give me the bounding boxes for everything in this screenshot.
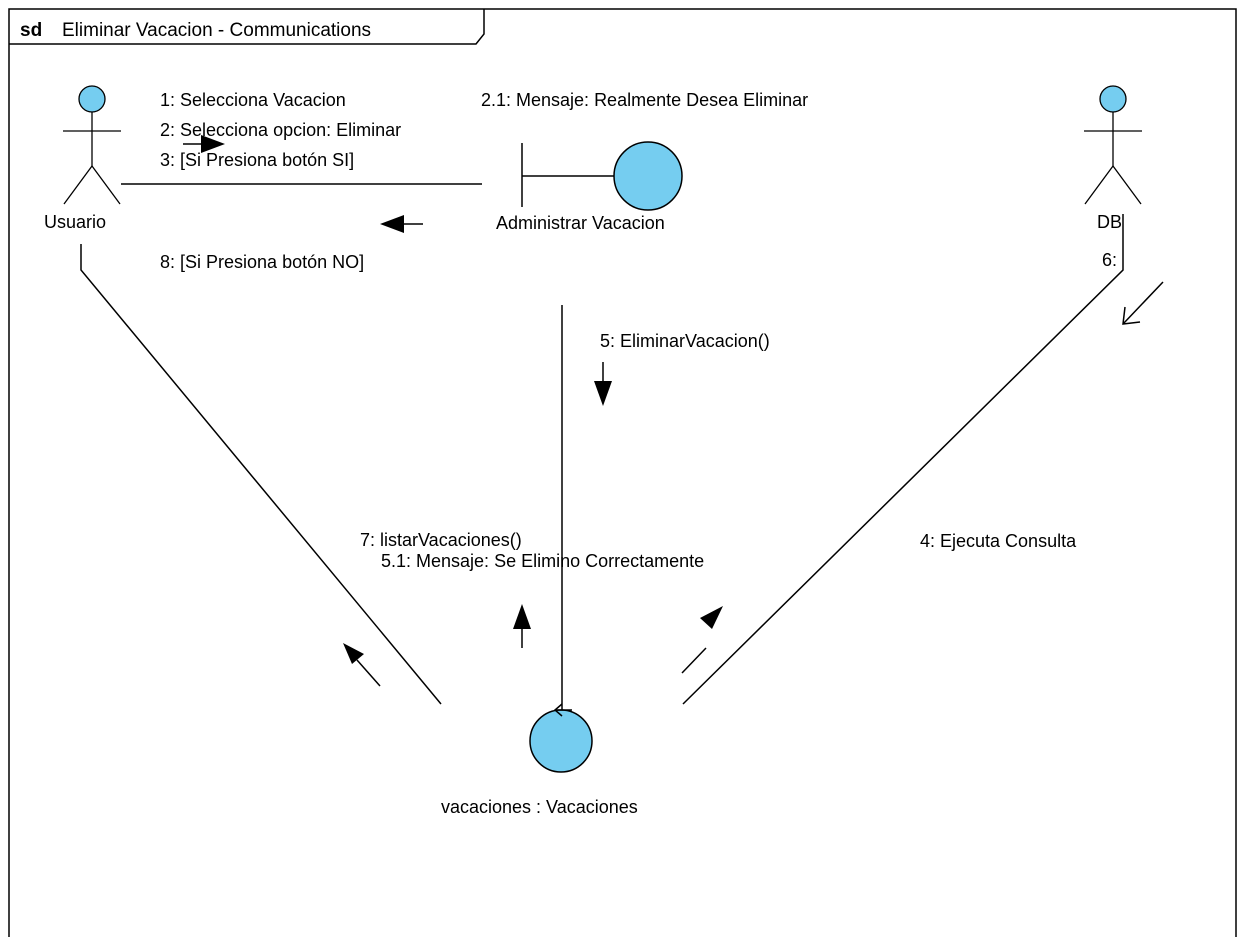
message-6-label: 6: xyxy=(1102,250,1117,270)
boundary-administrar-vacacion[interactable]: Administrar Vacacion xyxy=(496,141,683,233)
arrow-up-left-icon xyxy=(343,643,381,687)
message-arrows xyxy=(183,135,1164,687)
message-1-label: 1: Selecciona Vacacion xyxy=(160,90,346,110)
message-3-label: 3: [Si Presiona botón SI] xyxy=(160,150,354,170)
links xyxy=(80,183,1124,710)
diagram-frame: sd Eliminar Vacacion - Communications xyxy=(8,8,1237,937)
link-db-entity xyxy=(682,214,1124,705)
actor-db[interactable]: DB xyxy=(1084,85,1142,232)
boundary-icon xyxy=(521,141,683,211)
message-4-label: 4: Ejecuta Consulta xyxy=(920,531,1077,551)
message-labels: 1: Selecciona Vacacion 2: Selecciona opc… xyxy=(160,90,1117,571)
arrow-down-left-icon xyxy=(1122,281,1164,325)
message-8-label: 8: [Si Presiona botón NO] xyxy=(160,252,364,272)
message-5-label: 5: EliminarVacacion() xyxy=(600,331,770,351)
actor-db-label: DB xyxy=(1097,212,1122,232)
message-7-label: 7: listarVacaciones() xyxy=(360,530,522,550)
frame-keyword: sd xyxy=(20,20,42,41)
arrow-left-icon xyxy=(380,215,423,233)
actor-usuario-icon xyxy=(63,85,121,205)
arrow-down-icon xyxy=(594,362,612,406)
boundary-label: Administrar Vacacion xyxy=(496,213,665,233)
arrow-right-icon xyxy=(183,135,225,153)
entity-icon xyxy=(529,703,593,773)
message-2-1-label: 2.1: Mensaje: Realmente Desea Eliminar xyxy=(481,90,808,110)
frame-title: Eliminar Vacacion - Communications xyxy=(62,20,371,41)
actor-usuario-label: Usuario xyxy=(44,212,106,232)
entity-vacaciones[interactable]: vacaciones : Vacaciones xyxy=(441,703,638,817)
arrow-up-right-icon xyxy=(681,606,723,674)
entity-label: vacaciones : Vacaciones xyxy=(441,797,638,817)
link-usuario-entity xyxy=(80,244,442,705)
message-2-label: 2: Selecciona opcion: Eliminar xyxy=(160,120,401,140)
message-5-1-label: 5.1: Mensaje: Se Elimino Correctamente xyxy=(381,551,704,571)
actor-usuario[interactable]: Usuario xyxy=(44,85,121,232)
arrow-up-icon xyxy=(513,604,531,648)
actor-db-icon xyxy=(1084,85,1142,205)
